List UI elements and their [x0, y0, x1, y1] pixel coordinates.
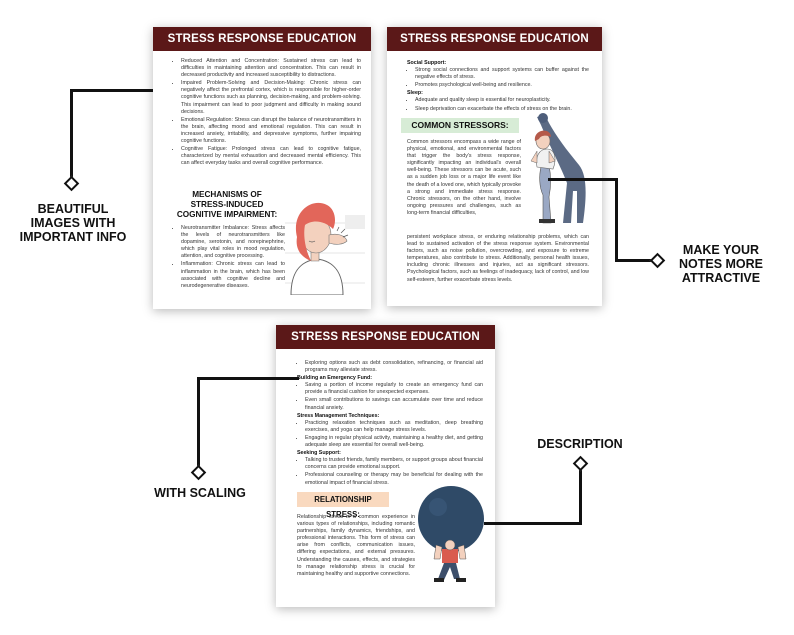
stressed-woman-illustration: [285, 202, 365, 295]
bullet-item: Even small contributions to savings can …: [305, 397, 483, 411]
callout-with-scaling: WITH SCALING: [154, 486, 246, 500]
section-title: Building an Emergency Fund:: [297, 375, 373, 382]
relationship-paragraph: Relationship stress is a common experien…: [297, 514, 415, 577]
relationship-heading: RELATIONSHIP STRESS:: [297, 492, 389, 519]
coping-strategies: Exploring options such as debt consolida…: [297, 360, 483, 488]
callout-make-notes-attractive: MAKE YOUR NOTES MORE ATTRACTIVE: [678, 243, 764, 285]
callout-description: DESCRIPTION: [537, 437, 623, 451]
bullet-item: Impaired Problem-Solving and Decision-Ma…: [181, 80, 361, 115]
section-title: Seeking Support:: [297, 450, 341, 457]
bullet-item: Cognitive Fatigue: Prolonged stress can …: [181, 146, 361, 167]
bullet-item: Professional counseling or therapy may b…: [305, 472, 483, 486]
connector-line: [197, 377, 200, 471]
connector-dot: [63, 175, 80, 192]
page-banner: STRESS RESPONSE EDUCATION: [276, 325, 495, 349]
bullet-item: Strong social connections and support sy…: [415, 67, 589, 81]
mechanisms-heading: MECHANISMS OF STRESS-INDUCED COGNITIVE I…: [176, 190, 278, 219]
page-banner: STRESS RESPONSE EDUCATION: [153, 27, 371, 51]
connector-line: [484, 522, 582, 525]
page-banner: STRESS RESPONSE EDUCATION: [387, 27, 602, 51]
section-title: Sleep:: [407, 90, 423, 97]
connector-dot: [572, 455, 589, 472]
bullet-item: Neurotransmitter Imbalance: Stress affec…: [181, 225, 285, 260]
connector-line: [548, 178, 618, 181]
bullet-item: Talking to trusted friends, family membe…: [305, 457, 483, 471]
stressors-paragraph: Common stressors encompass a wide range …: [407, 139, 521, 216]
connector-line: [615, 178, 618, 262]
stressors-heading: COMMON STRESSORS:: [401, 118, 519, 133]
section-title: Stress Management Techniques:: [297, 412, 380, 419]
bullet-item: Engaging in regular physical activity, m…: [305, 435, 483, 449]
bullet-item: Exploring options such as debt consolida…: [305, 360, 483, 374]
connector-line: [70, 89, 153, 92]
stressors-paragraph-continued: persistent workplace stress, or enduring…: [407, 234, 589, 283]
callout-beautiful-images: BEAUTIFUL IMAGES WITH IMPORTANT INFO: [19, 202, 127, 244]
page-common-stressors: STRESS RESPONSE EDUCATION Social Support…: [387, 27, 602, 306]
bullet-list: Reduced Attention and Concentration: Sus…: [173, 58, 361, 168]
bullet-item: Emotional Regulation: Stress can disrupt…: [181, 117, 361, 145]
page-cognitive-impairment: STRESS RESPONSE EDUCATION Reduced Attent…: [153, 27, 371, 309]
bullet-item: Adequate and quality sleep is essential …: [415, 97, 589, 104]
connector-line: [197, 377, 299, 380]
mechanisms-list: Neurotransmitter Imbalance: Stress affec…: [173, 225, 285, 291]
bullet-item: Saving a portion of income regularly to …: [305, 382, 483, 396]
bullet-item: Practicing relaxation techniques such as…: [305, 420, 483, 434]
page-relationship-stress: STRESS RESPONSE EDUCATION Exploring opti…: [276, 325, 495, 607]
bullet-item: Promotes psychological well-being and re…: [415, 82, 589, 89]
bullet-item: Reduced Attention and Concentration: Sus…: [181, 58, 361, 79]
section-title: Social Support:: [407, 60, 447, 66]
bullet-item: Sleep deprivation can exacerbate the eff…: [415, 106, 589, 113]
connector-line: [615, 259, 655, 262]
person-carrying-boulder-illustration: [418, 486, 484, 582]
bullet-item: Inflammation: Chronic stress can lead to…: [181, 261, 285, 289]
connector-line: [70, 89, 73, 181]
stretching-figures-illustration: [530, 113, 586, 224]
support-section: Social Support: Strong social connection…: [407, 60, 589, 114]
connector-dot: [190, 464, 207, 481]
connector-line: [579, 465, 582, 525]
